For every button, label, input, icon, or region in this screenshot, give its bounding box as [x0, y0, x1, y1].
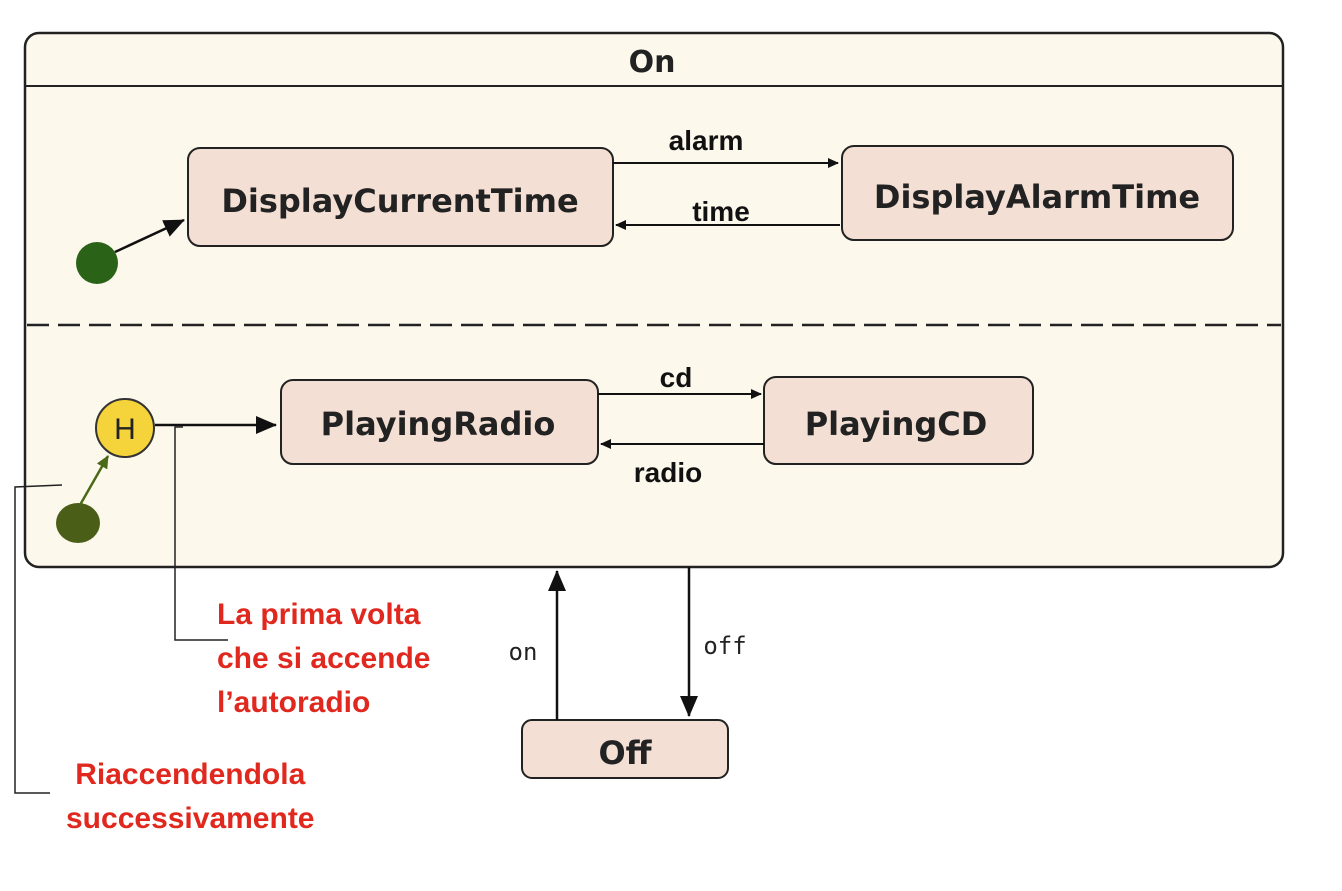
initial-transition-top	[114, 218, 185, 254]
transition-label-off: off	[703, 632, 746, 660]
note-leader-subsequent	[14, 484, 63, 794]
state-label: DisplayAlarmTime	[874, 178, 1200, 216]
composite-state-title: On	[629, 45, 676, 80]
note-first-time: La prima volta che si accende l’autoradi…	[217, 593, 430, 725]
state-playing-cd[interactable]: PlayingCD	[763, 376, 1034, 465]
state-label: PlayingRadio	[321, 405, 556, 443]
state-off[interactable]: Off	[521, 719, 729, 779]
state-display-current-time[interactable]: DisplayCurrentTime	[187, 147, 614, 247]
state-playing-radio[interactable]: PlayingRadio	[280, 379, 599, 465]
note-line: che si accende	[217, 642, 431, 675]
note-leader-first-time	[174, 426, 228, 641]
transition-label-radio: radio	[634, 457, 702, 488]
transition-label-alarm: alarm	[669, 125, 744, 156]
note-line: l’autoradio	[217, 686, 371, 719]
state-label: DisplayCurrentTime	[221, 182, 578, 220]
initial-transition-bottom	[78, 455, 110, 506]
state-label: PlayingCD	[805, 405, 988, 443]
note-line: Riaccendendola	[75, 758, 306, 791]
region-bottom: H PlayingRadio PlayingCD cd radio	[56, 362, 1034, 543]
transition-label-time: time	[692, 196, 750, 227]
state-label: Off	[598, 734, 652, 772]
transition-label-on: on	[509, 638, 538, 666]
note-subsequent: Riaccendendola successivamente	[66, 753, 315, 841]
region-top: DisplayCurrentTime DisplayAlarmTime alar…	[76, 125, 1234, 284]
state-display-alarm-time[interactable]: DisplayAlarmTime	[841, 145, 1234, 241]
history-node	[95, 398, 155, 458]
transition-label-cd: cd	[660, 362, 693, 393]
history-label: H	[114, 413, 136, 446]
initial-node-top	[76, 242, 118, 284]
note-line: La prima volta	[217, 598, 421, 631]
initial-node-bottom	[56, 503, 100, 543]
note-line: successivamente	[66, 802, 315, 835]
